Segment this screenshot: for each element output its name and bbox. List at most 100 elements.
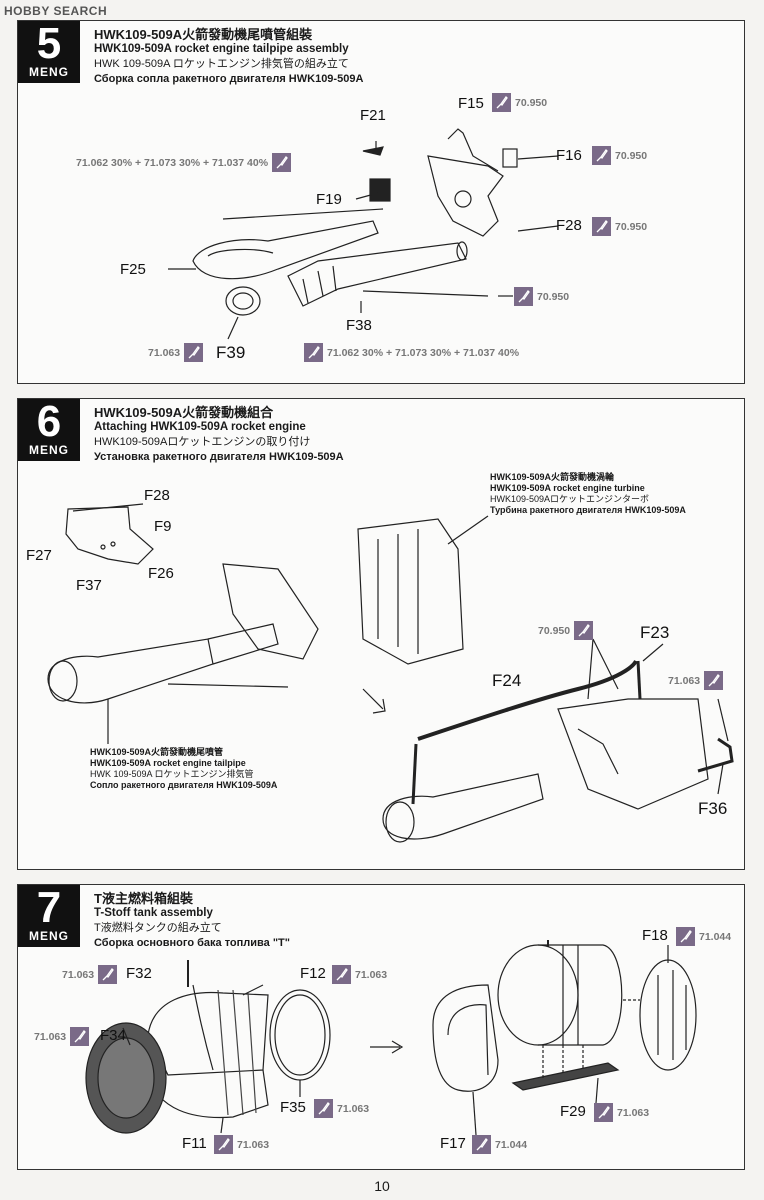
part-label: F36: [698, 799, 728, 818]
title-jp: HWK 109-509A ロケットエンジン排気管の組み立て: [94, 58, 349, 70]
paint-code: 70.950: [537, 290, 570, 303]
callout-jp: HWK 109-509A ロケットエンジン排気管: [90, 769, 254, 779]
paint-brush-icon: [214, 1135, 233, 1154]
part-label: F15: [458, 95, 484, 112]
part-label: F18: [642, 927, 668, 944]
paint-brush-icon: [272, 153, 292, 172]
part-label: F16: [556, 147, 582, 164]
part-label: F28: [144, 487, 170, 504]
title-en: HWK109-509A rocket engine tailpipe assem…: [94, 43, 349, 55]
title-jp: T液燃料タンクの組み立て: [94, 922, 222, 934]
callout-en: HWK109-509A rocket engine turbine: [490, 483, 645, 493]
part-label: F12: [300, 965, 326, 982]
callout-ru: Турбина ракетного двигателя HWK109-509A: [490, 505, 686, 515]
paint-code: 71.063: [34, 1030, 67, 1043]
part-label: F25: [120, 261, 146, 278]
paint-callout: 71.063: [62, 965, 118, 984]
part-label: F32: [126, 965, 152, 982]
part-label: F39: [216, 343, 246, 362]
paint-brush-icon: [314, 1099, 333, 1118]
brand-logo: MENG: [29, 443, 69, 457]
title-ru: Сборка основного бака топлива "T": [94, 937, 290, 949]
step-titles: HWK109-509A火箭發動機組合 Attaching HWK109-509A…: [94, 405, 344, 465]
paint-callout: 71.063: [34, 1027, 90, 1046]
paint-callout: 70.950: [592, 217, 647, 236]
paint-brush-icon: [594, 1103, 613, 1122]
step-5-illustration: [168, 128, 559, 340]
paint-code: 71.044: [699, 930, 732, 943]
paint-callout: 71.063: [668, 671, 724, 690]
paint-code: 71.044: [495, 1138, 528, 1151]
paint-code: 71.063: [337, 1102, 370, 1115]
step-number: 6: [36, 397, 62, 446]
paint-brush-icon: [70, 1027, 90, 1046]
paint-brush-icon: [472, 1135, 491, 1154]
callout-ru: Сопло ракетного двигателя HWK109-509A: [90, 780, 278, 790]
step-titles: T液主燃料箱組裝 T-Stoff tank assembly T液燃料タンクの組…: [94, 891, 290, 951]
part-label: F19: [316, 191, 342, 208]
title-cn: HWK109-509A火箭發動機尾噴管組裝: [94, 27, 313, 42]
step-number: 5: [36, 19, 62, 68]
callout-cn: HWK109-509A火箭發動機渦輪: [490, 472, 615, 482]
paint-callout: 70.950: [492, 93, 547, 112]
turbine-callout: HWK109-509A火箭發動機渦輪 HWK109-509A rocket en…: [490, 472, 686, 516]
brand-logo: MENG: [29, 929, 69, 943]
paint-code: 71.062 30% + 71.073 30% + 71.037 40%: [76, 156, 269, 169]
callout-jp: HWK109-509Aロケットエンジンターボ: [490, 494, 650, 504]
title-cn: T液主燃料箱組裝: [94, 891, 193, 906]
paint-callout: 71.063: [332, 965, 387, 984]
paint-brush-icon: [332, 965, 351, 984]
page-number: 10: [374, 1178, 390, 1194]
paint-callout: 70.950: [592, 146, 647, 165]
part-label: F27: [26, 547, 52, 564]
part-label: F17: [440, 1135, 466, 1152]
paint-brush-icon: [704, 671, 724, 690]
step-badge: 6 MENG: [18, 397, 80, 461]
part-label: F24: [492, 671, 522, 690]
paint-brush-icon: [676, 927, 695, 946]
paint-code: 70.950: [515, 96, 548, 109]
part-label: F26: [148, 565, 174, 582]
part-label: F38: [346, 317, 372, 334]
paint-code: 70.950: [615, 149, 648, 162]
callout-en: HWK109-509A rocket engine tailpipe: [90, 758, 246, 768]
step-6-illustration: [47, 503, 734, 843]
paint-code: 71.063: [148, 346, 181, 359]
paint-callout: 70.950: [514, 287, 569, 306]
paint-code: 71.063: [668, 674, 701, 687]
part-label: F28: [556, 217, 582, 234]
paint-callout: 71.063: [594, 1103, 649, 1122]
paint-brush-icon: [304, 343, 323, 362]
paint-callout: 71.044: [676, 927, 731, 946]
step-7-panel: 7 MENG T液主燃料箱組裝 T-Stoff tank assembly T液…: [17, 883, 745, 1170]
paint-code: 71.063: [617, 1106, 650, 1119]
title-ru: Установка ракетного двигателя HWK109-509…: [94, 451, 344, 463]
watermark: HOBBY SEARCH: [4, 4, 108, 18]
title-en: Attaching HWK109-509A rocket engine: [94, 421, 306, 433]
brand-logo: MENG: [29, 65, 69, 79]
part-label: F11: [182, 1135, 207, 1152]
paint-brush-icon: [592, 146, 611, 165]
part-label: F29: [560, 1103, 586, 1120]
title-ru: Сборка сопла ракетного двигателя HWK109-…: [94, 73, 364, 85]
tailpipe-callout: HWK109-509A火箭發動機尾噴管 HWK109-509A rocket e…: [90, 747, 277, 791]
paint-brush-icon: [98, 965, 118, 984]
step-badge: 5 MENG: [18, 19, 80, 83]
paint-brush-icon: [592, 217, 611, 236]
paint-callout: 71.063: [148, 343, 204, 362]
title-cn: HWK109-509A火箭發動機組合: [94, 405, 274, 420]
paint-brush-icon: [574, 621, 594, 640]
paint-code: 70.950: [538, 624, 571, 637]
paint-code: 71.063: [62, 968, 95, 981]
step-titles: HWK109-509A火箭發動機尾噴管組裝 HWK109-509A rocket…: [94, 27, 363, 87]
part-label: F23: [640, 623, 670, 642]
paint-callout: 71.063: [314, 1099, 369, 1118]
paint-brush-icon: [514, 287, 533, 306]
step-badge: 7 MENG: [18, 883, 80, 947]
paint-brush-icon: [492, 93, 511, 112]
part-label: F21: [360, 107, 386, 124]
step-number: 7: [36, 883, 62, 932]
part-label: F37: [76, 577, 102, 594]
callout-cn: HWK109-509A火箭發動機尾噴管: [90, 747, 224, 757]
paint-callout: 71.062 30% + 71.073 30% + 71.037 40%: [76, 153, 292, 172]
